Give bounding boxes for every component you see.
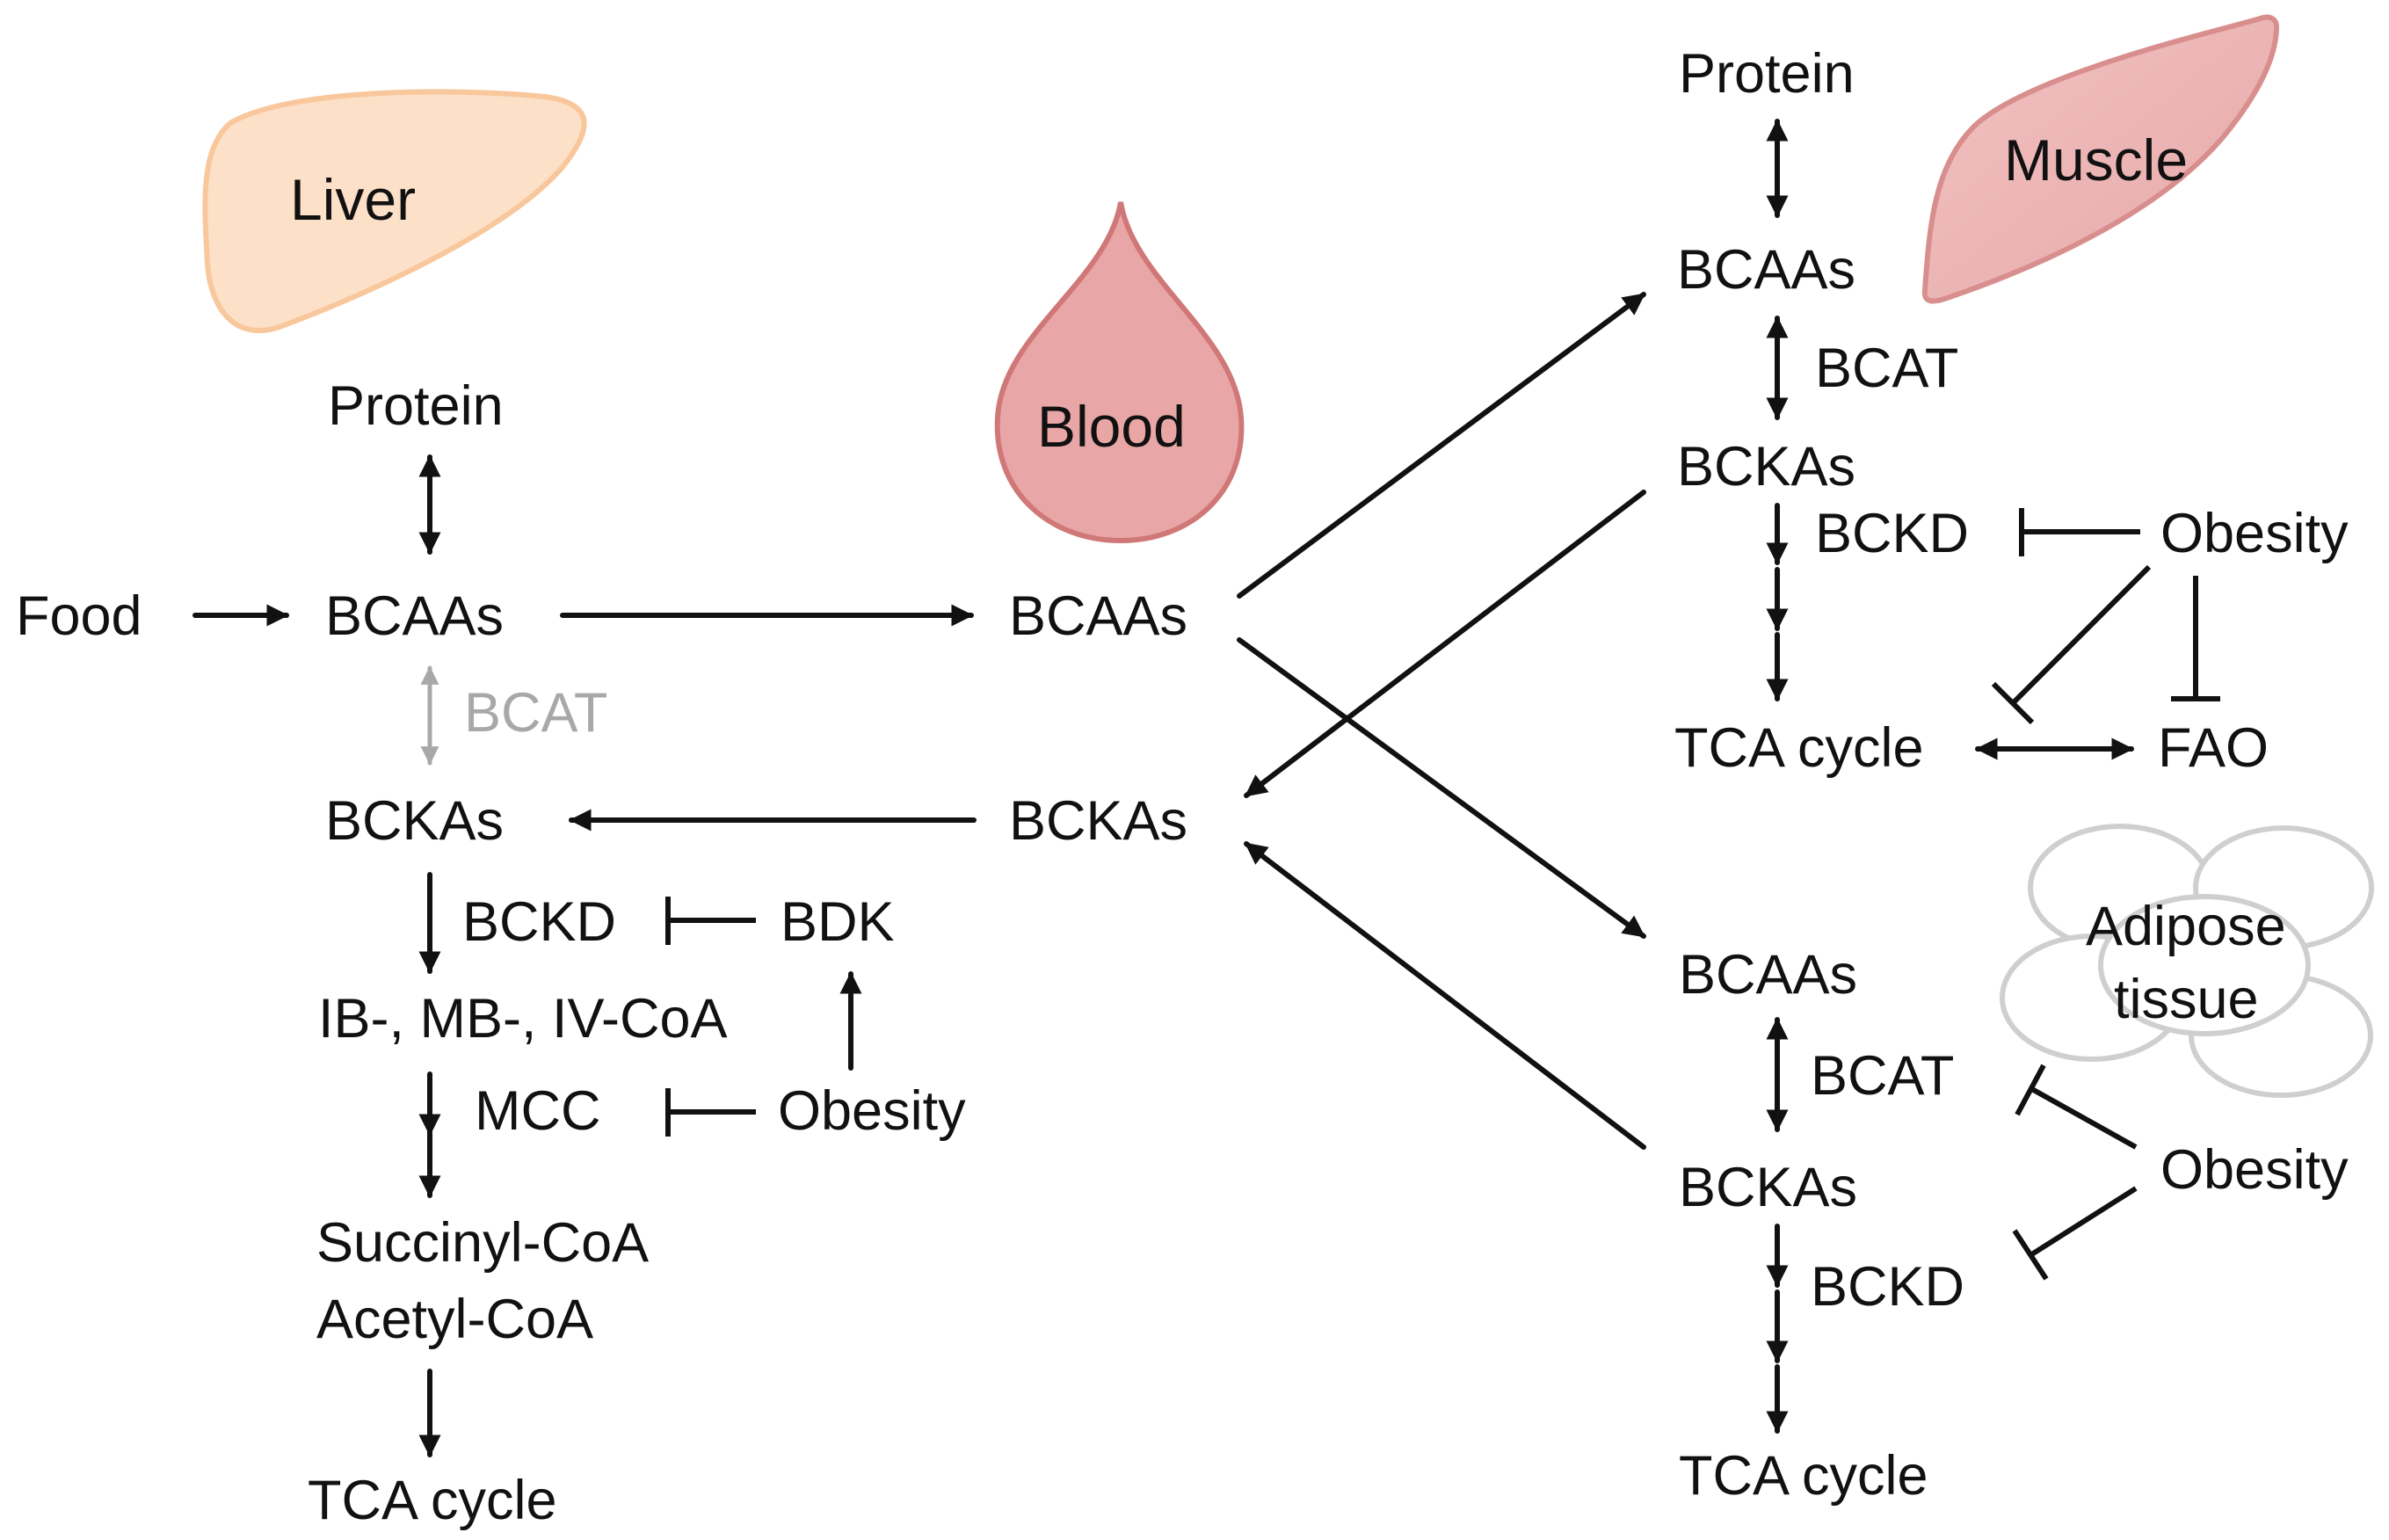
liver-bdk-label: BDK: [781, 891, 895, 953]
adipose-bcaas-label: BCAAs: [1679, 944, 1857, 1006]
muscle-protein-label: Protein: [1679, 43, 1855, 105]
liver-mcc-label: MCC: [475, 1080, 600, 1142]
adipose-organ-label-line1: Adipose: [2086, 896, 2286, 957]
adipose-tca-label: TCA cycle: [1679, 1445, 1928, 1507]
obesity-inhibits-tca-symbol: [1991, 564, 2152, 725]
blood-organ-label: Blood: [1037, 394, 1186, 459]
muscle-obesity-label: Obesity: [2160, 503, 2349, 564]
blood-bcaas-to-muscle-arrow: [1237, 292, 1646, 599]
food-label: Food: [16, 585, 142, 647]
obesity-inhibits-mcc-symbol: [665, 1088, 756, 1137]
adipose-bckd-label: BCKD: [1811, 1256, 1964, 1318]
adipose-bcat-label: BCAT: [1811, 1045, 1954, 1107]
muscle-shape: [1921, 14, 2280, 304]
adipose-tissue-shape: [2000, 824, 2374, 1098]
liver-acetyl-coa-label: Acetyl-CoA: [316, 1289, 593, 1350]
liver-bcat-label: BCAT: [464, 682, 607, 744]
blood-drop-shape: [994, 201, 1245, 544]
liver-bckas-label: BCKAs: [325, 790, 504, 852]
liver-shape: [202, 89, 587, 334]
liver-bcaas-label: BCAAs: [325, 585, 504, 647]
liver-organ-label: Liver: [290, 167, 416, 232]
adipose-bckas-label: BCKAs: [1679, 1157, 1857, 1218]
adipose-bckas-to-blood-arrow: [1244, 841, 1646, 1150]
liver-obesity-label: Obesity: [778, 1080, 966, 1142]
muscle-bckas-to-blood-arrow: [1244, 490, 1646, 798]
muscle-bckas-label: BCKAs: [1677, 436, 1855, 498]
muscle-bcat-label: BCAT: [1815, 338, 1958, 399]
blood-bcaas-label: BCAAs: [1009, 585, 1187, 647]
blood-bckas-label: BCKAs: [1009, 790, 1187, 852]
liver-bckd-label: BCKD: [462, 891, 616, 953]
liver-succinyl-coa-label: Succinyl-CoA: [316, 1212, 649, 1274]
muscle-fao-label: FAO: [2158, 717, 2269, 779]
blood-bcaas-to-adipose-arrow: [1237, 637, 1646, 939]
adipose-organ-label-line2: tissue: [2114, 969, 2259, 1030]
muscle-organ-label: Muscle: [2004, 127, 2188, 192]
obesity-inhibits-fao-symbol: [2171, 576, 2220, 701]
muscle-bckd-label: BCKD: [1815, 503, 1969, 564]
liver-coa-intermediates-label: IB-, MB-, IV-CoA: [318, 988, 728, 1050]
adipose-obesity-label: Obesity: [2160, 1139, 2349, 1201]
liver-protein-label: Protein: [328, 375, 504, 437]
bdk-inhibits-bckd-symbol: [665, 897, 756, 945]
obesity-inhibits-adipose-bckd-symbol: [2012, 1186, 2138, 1281]
liver-tca-label: TCA cycle: [308, 1470, 557, 1531]
obesity-inhibits-muscle-bckd-symbol: [2019, 508, 2140, 556]
obesity-inhibits-adipose-bcat-symbol: [2015, 1064, 2138, 1150]
muscle-tca-label: TCA cycle: [1674, 717, 1924, 779]
muscle-bcaas-label: BCAAs: [1677, 239, 1855, 301]
